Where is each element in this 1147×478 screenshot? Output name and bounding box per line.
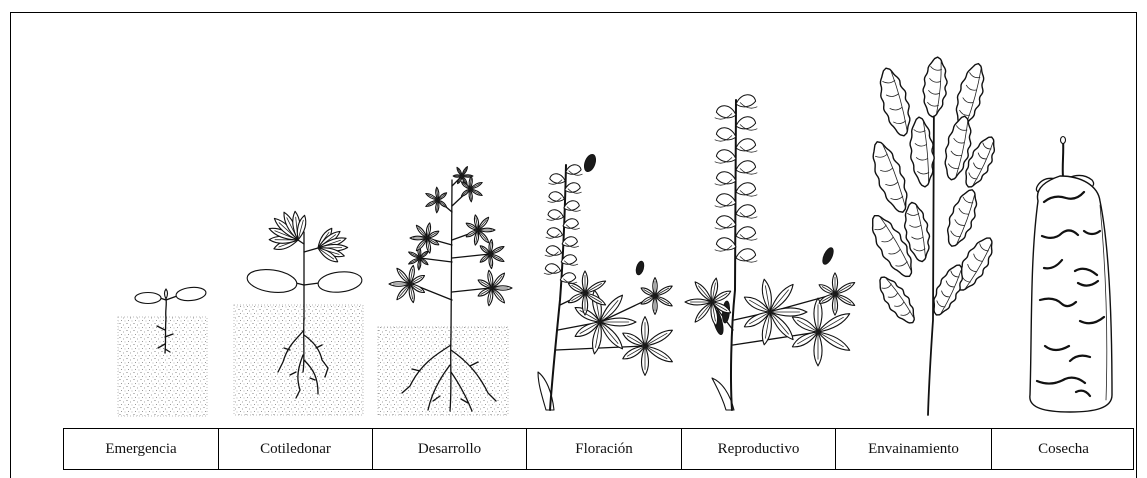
- pod-outline: [907, 116, 936, 188]
- pod: [873, 271, 922, 328]
- flower: [736, 205, 756, 217]
- flower: [716, 128, 736, 140]
- stem: [166, 299, 167, 318]
- flower: [736, 227, 756, 239]
- pod-stalk-tip: [1061, 137, 1066, 144]
- reproductivo-illustration: [685, 95, 855, 410]
- pod-stalk: [1063, 140, 1064, 177]
- flower: [736, 183, 756, 195]
- flower: [736, 139, 756, 151]
- floracion-illustration: [538, 153, 672, 410]
- pod: [950, 61, 989, 130]
- stage-label-desarrollo: Desarrollo: [372, 429, 526, 469]
- soil: [378, 327, 508, 415]
- flower: [716, 150, 736, 162]
- flower: [545, 264, 560, 274]
- palmate-leaf: [819, 273, 855, 315]
- flower: [550, 174, 565, 184]
- palmate-leaf: [792, 298, 849, 366]
- soil: [118, 317, 207, 416]
- emergencia-illustration: [118, 286, 207, 416]
- flower: [549, 192, 564, 202]
- pod-outline: [950, 61, 989, 130]
- pod-outline: [865, 137, 915, 216]
- palmate-leaf: [269, 211, 306, 249]
- cotyledon: [246, 267, 299, 296]
- pod: [907, 116, 936, 188]
- pod: [874, 65, 917, 139]
- soil: [234, 305, 363, 415]
- flower-bud: [582, 153, 598, 173]
- envainamiento-illustration: [864, 56, 1002, 415]
- stage-label-reproductivo: Reproductivo: [681, 429, 835, 469]
- flower: [716, 194, 736, 206]
- cotyledon: [135, 293, 161, 304]
- pod-outline: [873, 271, 922, 328]
- palmate-leaf: [478, 270, 512, 305]
- palmate-leaf: [318, 228, 348, 261]
- flower: [736, 249, 756, 261]
- flower: [548, 210, 563, 220]
- pod: [941, 186, 983, 250]
- flower: [716, 106, 736, 118]
- stage-label-envainamiento: Envainamiento: [835, 429, 991, 469]
- cotyledon: [175, 286, 206, 302]
- palmate-leaf: [641, 278, 672, 315]
- pod: [921, 56, 949, 118]
- cosecha-illustration: [1030, 137, 1112, 413]
- pod: [865, 137, 915, 216]
- flower: [716, 216, 736, 228]
- flower: [564, 201, 579, 211]
- stage-label-cosecha: Cosecha: [991, 429, 1135, 469]
- cotyledon-stalk: [296, 283, 319, 285]
- stem: [731, 100, 736, 410]
- flower: [547, 228, 562, 238]
- palmate-leaf: [480, 239, 504, 268]
- cotiledonar-illustration: [234, 211, 363, 415]
- palmate-leaf: [426, 187, 447, 213]
- cotyledon: [317, 270, 363, 294]
- flower: [716, 172, 736, 184]
- palmate-leaf: [389, 265, 425, 302]
- flower-bud: [635, 260, 645, 275]
- stage-label-cotiledonar: Cotiledonar: [218, 429, 372, 469]
- palmate-leaf: [410, 223, 439, 253]
- first-leaf-bud: [165, 289, 168, 299]
- pod-outline: [921, 56, 949, 118]
- flower-bud: [821, 246, 836, 266]
- flower: [716, 238, 736, 250]
- flower: [566, 165, 581, 175]
- pod-outline: [874, 65, 917, 139]
- palmate-leaf: [623, 317, 673, 376]
- flower: [736, 117, 756, 129]
- flower: [565, 183, 580, 193]
- petiole: [298, 240, 318, 252]
- cotyledon-stalk: [160, 296, 177, 300]
- flower: [736, 95, 756, 107]
- flower: [736, 161, 756, 173]
- pod-outline: [941, 186, 983, 250]
- stage-label-emergencia: Emergencia: [64, 429, 218, 469]
- stage-label-floracion: Floración: [526, 429, 681, 469]
- stage-label-table: Emergencia Cotiledonar Desarrollo Florac…: [63, 428, 1134, 470]
- desarrollo-illustration: [378, 167, 512, 415]
- flower: [546, 246, 561, 256]
